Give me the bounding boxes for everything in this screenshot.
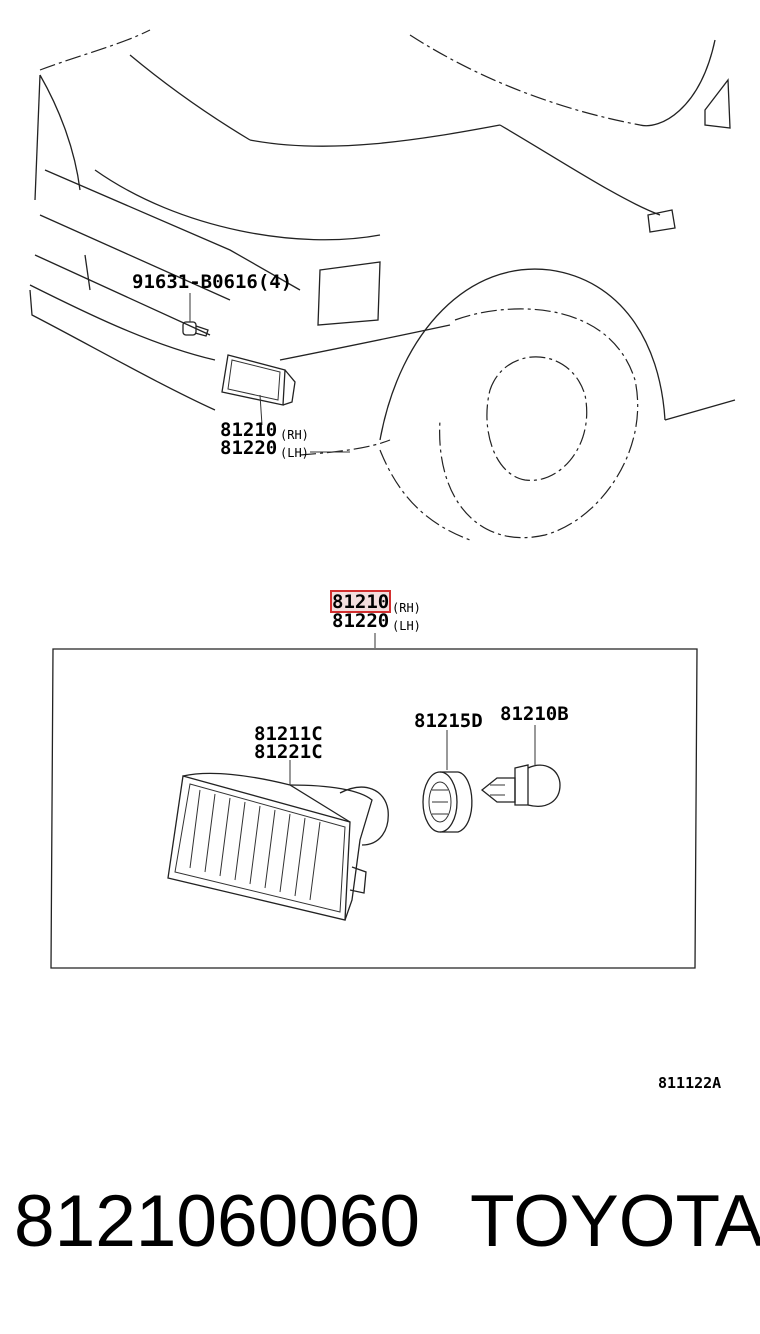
bumper-face — [29, 289, 216, 411]
a-pillar — [639, 39, 716, 127]
hood-crease-left — [39, 74, 81, 191]
hood-crease — [129, 54, 251, 141]
grille-bar — [84, 254, 91, 291]
grille-mid — [39, 214, 231, 301]
wheel-rim — [486, 356, 588, 481]
highlight-box — [330, 590, 391, 613]
headlamp-outline — [317, 261, 381, 326]
assembly-frame — [50, 648, 698, 969]
lens-part-number-1[interactable]: 81211C — [254, 723, 323, 745]
assembly-rh-side-label: (RH) — [392, 601, 421, 615]
lamp-leader — [259, 394, 263, 426]
rocker-line — [664, 399, 736, 421]
fog-lamp-lens — [167, 772, 389, 921]
tire-shadow — [379, 449, 471, 541]
wheel-arch — [379, 268, 666, 441]
side-marker — [647, 209, 676, 233]
lamp-rh-part-number[interactable]: 81210 — [220, 419, 277, 441]
bulb-part-number[interactable]: 81210B — [500, 703, 569, 725]
footer-brand: TOYOTA — [470, 1181, 760, 1262]
bolt-part-number[interactable]: 91631-B0616(4) — [132, 271, 292, 293]
fog-lamp-on-vehicle — [221, 354, 296, 406]
hood-edge-line — [39, 29, 151, 71]
vehicle-illustration — [29, 29, 736, 541]
fender-top-line — [499, 124, 661, 216]
car-front-edge — [34, 74, 41, 201]
hood-front-line — [94, 169, 381, 241]
bulb-socket — [422, 771, 473, 833]
bumper-top — [29, 284, 216, 361]
diagram-code: 811122A — [658, 1074, 721, 1092]
grille-top — [44, 169, 301, 291]
assembly-lh-part-number[interactable]: 81220 — [332, 610, 389, 632]
grille-bottom — [34, 254, 211, 336]
lamp-rh-side-label: (RH) — [280, 428, 309, 442]
windshield-base — [409, 34, 641, 126]
socket-part-number[interactable]: 81215D — [414, 710, 483, 732]
hood-center-line — [249, 124, 501, 147]
footer-part-number: 8121060060 — [14, 1181, 420, 1262]
assembly-rh-part-number[interactable]: 81210 — [332, 591, 389, 613]
tire-outer — [439, 308, 639, 539]
assembly-lh-side-label: (LH) — [392, 619, 421, 633]
side-mirror — [704, 78, 731, 129]
bulb — [480, 764, 561, 807]
lamp-lh-side-label: (LH) — [280, 446, 309, 460]
bumper-lower-line — [299, 439, 391, 456]
lens-part-number-2[interactable]: 81221C — [254, 741, 323, 763]
lamp-lh-part-number[interactable]: 81220 — [220, 437, 277, 459]
